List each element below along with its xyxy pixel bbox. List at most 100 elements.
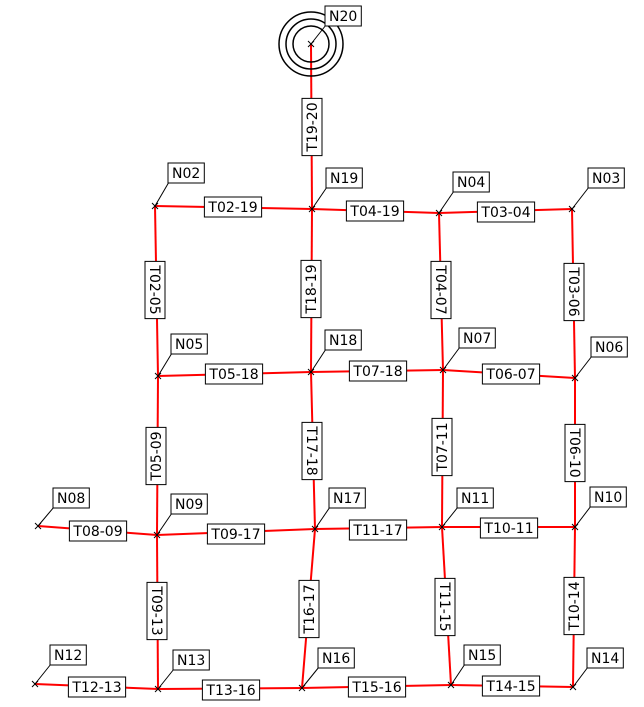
node-n17[interactable] — [311, 506, 331, 533]
node-n02[interactable] — [151, 181, 170, 210]
pipe-label-text: T06-10 — [566, 427, 582, 477]
node-n09[interactable] — [153, 512, 173, 539]
node-n07[interactable] — [439, 346, 461, 374]
node-n03[interactable] — [568, 186, 590, 213]
node-n16[interactable] — [298, 666, 320, 692]
pipe-label-t06-07: T06-07 — [481, 363, 541, 385]
pipe-label-t17-18: T17-18 — [301, 421, 323, 481]
node-n15[interactable] — [447, 663, 466, 689]
pipe-label-t06-10: T06-10 — [564, 423, 586, 483]
pipe-label-text: T15-16 — [351, 680, 401, 696]
node-label-text: N05 — [175, 337, 203, 353]
node-label-n19: N19 — [325, 167, 363, 189]
node-label-text: N10 — [594, 490, 622, 506]
pipe-label-t02-19: T02-19 — [203, 196, 263, 218]
node-label-text: N06 — [595, 340, 623, 356]
node-n13[interactable] — [154, 668, 175, 693]
pipe-label-t10-14: T10-14 — [563, 576, 585, 636]
pipe-label-t19-20: T19-20 — [301, 97, 323, 157]
node-label-n03: N03 — [587, 167, 625, 189]
nodes-layer — [31, 11, 593, 693]
node-label-text: N11 — [461, 491, 489, 507]
pipe-label-t04-07: T04-07 — [430, 260, 452, 320]
node-leader-line — [441, 506, 459, 528]
pipe-label-t03-04: T03-04 — [476, 201, 536, 223]
node-label-n10: N10 — [589, 486, 627, 508]
pipe-label-text: T19-20 — [305, 102, 321, 152]
node-label-n07: N07 — [458, 327, 496, 349]
node-label-n13: N13 — [172, 649, 210, 671]
node-n08[interactable] — [34, 506, 55, 530]
node-leader-line — [574, 505, 592, 528]
node-label-n06: N06 — [590, 336, 628, 358]
node-leader-line — [37, 506, 55, 527]
node-label-n09: N09 — [170, 493, 208, 515]
node-label-text: N15 — [468, 648, 496, 664]
node-label-text: N16 — [322, 651, 350, 667]
node-label-text: N17 — [333, 491, 361, 507]
pipe-label-text: T10-11 — [483, 521, 533, 537]
node-label-text: N09 — [175, 497, 203, 513]
pipe-label-text: T09-17 — [210, 527, 260, 543]
node-label-n12: N12 — [49, 644, 87, 666]
node-label-n05: N05 — [170, 333, 208, 355]
node-label-n17: N17 — [328, 487, 366, 509]
node-leader-line — [571, 186, 590, 210]
node-leader-line — [450, 663, 466, 686]
pipe-label-t02-05: T02-05 — [144, 260, 166, 320]
node-label-n11: N11 — [456, 487, 494, 509]
node-n11[interactable] — [438, 506, 459, 531]
pipe-label-t12-13: T12-13 — [67, 676, 127, 698]
node-n18[interactable] — [307, 348, 327, 376]
reservoir-ring-3 — [292, 25, 330, 63]
node-n10[interactable] — [571, 505, 592, 531]
node-n06[interactable] — [571, 355, 593, 382]
node-n04[interactable] — [435, 190, 455, 217]
pipe-label-text: T12-13 — [71, 680, 121, 696]
pipe-label-t09-17: T09-17 — [206, 523, 266, 545]
pipe-label-t05-09: T05-09 — [145, 426, 167, 486]
pipe-label-t07-11: T07-11 — [431, 417, 453, 477]
pipe-label-t07-18: T07-18 — [348, 360, 408, 382]
node-label-text: N13 — [177, 653, 205, 669]
pipe-label-text: T07-18 — [352, 364, 402, 380]
pipe-label-text: T11-15 — [436, 581, 452, 631]
node-leader-line — [157, 668, 175, 690]
node-n05[interactable] — [154, 352, 173, 380]
node-label-n18: N18 — [324, 329, 362, 351]
pipe-label-text: T11-17 — [352, 523, 402, 539]
node-leader-line — [311, 186, 328, 210]
pipe-label-t03-06: T03-06 — [563, 262, 585, 322]
node-label-text: N08 — [57, 491, 85, 507]
node-leader-line — [310, 24, 327, 45]
pipe-label-t04-19: T04-19 — [345, 200, 405, 222]
pipe-label-text: T04-19 — [349, 204, 399, 220]
pipe-label-text: T18-19 — [304, 264, 320, 314]
node-label-text: N12 — [54, 648, 82, 664]
pipe-label-t14-15: T14-15 — [481, 675, 541, 697]
node-label-text: N03 — [592, 171, 620, 187]
pipe-label-text: T06-07 — [485, 367, 535, 383]
pipe-label-text: T17-18 — [303, 425, 319, 475]
pipe-label-text: T07-11 — [435, 422, 451, 472]
pipe-label-t09-13: T09-13 — [146, 581, 168, 641]
node-label-text: N02 — [172, 166, 200, 182]
node-n14[interactable] — [569, 666, 589, 691]
node-leader-line — [157, 352, 173, 377]
pipe-label-t15-16: T15-16 — [347, 676, 407, 698]
node-label-n02: N02 — [167, 162, 205, 184]
node-leader-line — [314, 506, 331, 530]
node-label-text: N14 — [591, 651, 619, 667]
node-label-n15: N15 — [463, 644, 501, 666]
node-n12[interactable] — [31, 663, 52, 688]
pipe-label-t16-17: T16-17 — [298, 579, 320, 639]
node-n20[interactable] — [307, 24, 327, 48]
reservoir-ring-2 — [285, 18, 337, 70]
node-label-n14: N14 — [586, 647, 624, 669]
node-n19[interactable] — [308, 186, 328, 213]
pipe-label-text: T02-19 — [207, 200, 257, 216]
pipe-label-text: T05-09 — [149, 431, 165, 481]
pipe-label-text: T02-05 — [146, 264, 162, 314]
pipe-label-text: T14-15 — [485, 679, 535, 695]
